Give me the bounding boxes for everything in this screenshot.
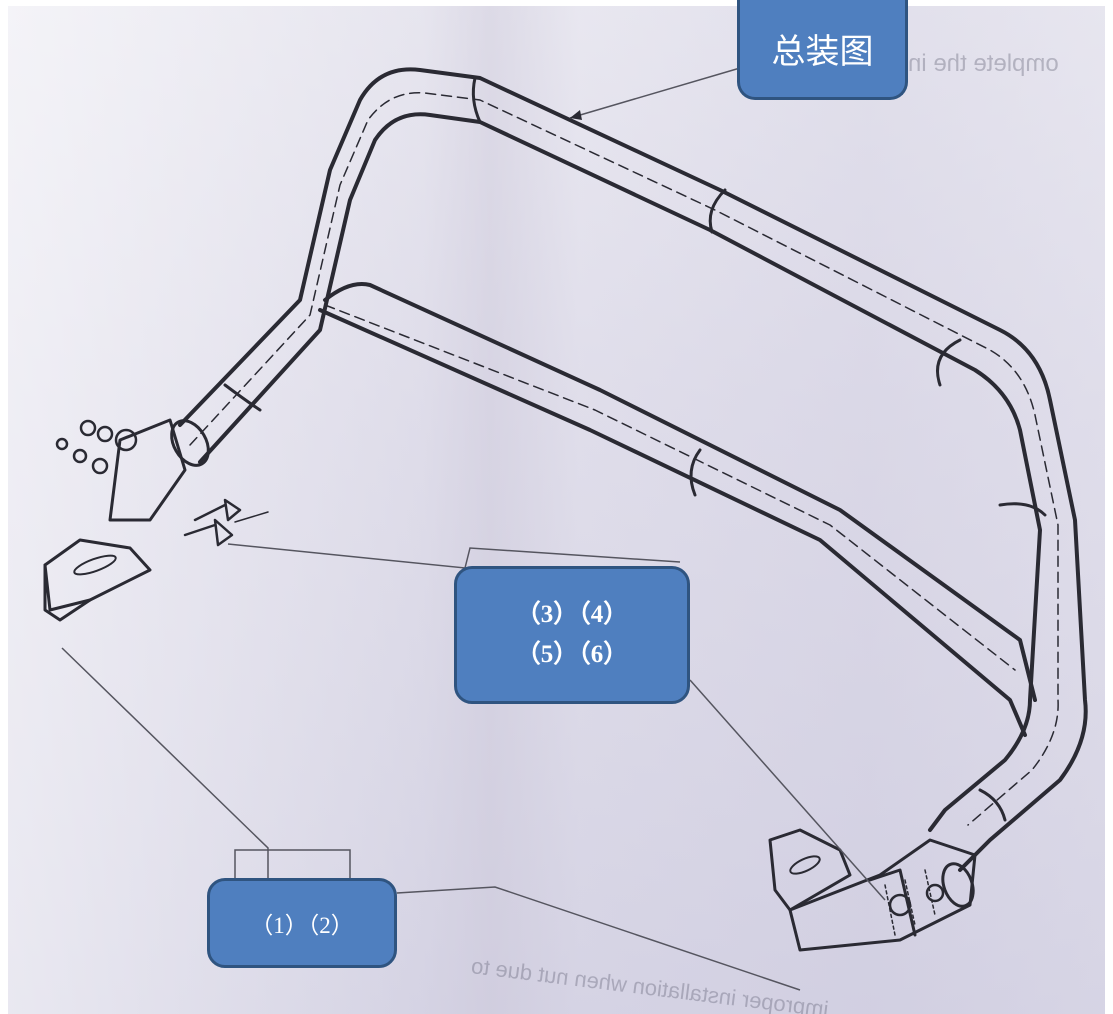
page-border-top	[0, 0, 1113, 6]
left-tube-end	[170, 419, 210, 467]
parts-callout-3456-line2: （5）（6）	[515, 641, 629, 668]
left-foot-bracket-side	[43, 563, 92, 622]
joint-7	[978, 788, 1007, 822]
parts-callout-12: （1）（2）	[207, 878, 397, 968]
leader-assembly	[569, 67, 741, 119]
arrowhead-assembly	[570, 110, 582, 120]
joint-5	[689, 448, 702, 497]
right-tube-end	[941, 862, 975, 908]
leader-low-right	[396, 886, 801, 991]
bolt-2	[183, 518, 234, 547]
washer-2	[96, 425, 114, 443]
joint-2	[708, 188, 727, 234]
bolt-axis	[234, 511, 269, 523]
joint-3	[936, 338, 962, 387]
assembly-callout-label: 总装图	[771, 32, 874, 72]
leader-mid-left	[227, 543, 681, 569]
right-bolt-2	[925, 883, 945, 903]
assembly-callout: 总装图	[737, 0, 908, 100]
washer-1	[79, 419, 97, 437]
crossbar-top-edge	[323, 282, 1037, 702]
left-bracket	[108, 418, 187, 522]
bolt-1	[193, 498, 242, 522]
crossbar-bottom-edge	[318, 308, 1027, 737]
right-foot-bracket	[768, 828, 852, 912]
right-foot-slot	[789, 855, 821, 875]
tube-outer-top-edge	[178, 67, 1088, 872]
tube-centerline	[189, 91, 1059, 826]
page-border-left	[0, 0, 8, 1014]
right-bracket-tab	[868, 868, 917, 937]
leader-mid-right	[689, 679, 886, 901]
left-foot-slot	[73, 554, 117, 576]
tube-outer-bottom-edge	[198, 112, 1042, 832]
page-border-right	[1105, 0, 1113, 1014]
crossbar-centerline	[324, 304, 1016, 671]
leader-low-left	[61, 647, 269, 878]
parts-callout-3456-line1: （3）（4）	[515, 601, 629, 628]
parts-callout-3456: （3）（4） （5）（6）	[454, 566, 690, 704]
nut-2	[72, 448, 88, 464]
joint-6	[223, 383, 262, 412]
nut-3	[91, 457, 109, 475]
washer-3	[114, 428, 138, 452]
joint-4	[998, 502, 1047, 517]
part-tag-box-low	[234, 849, 351, 881]
parts-callout-12-label: （1）（2）	[250, 913, 354, 938]
right-bracket-nuts	[884, 869, 936, 936]
joint-1	[471, 76, 482, 124]
left-foot-bracket	[43, 538, 152, 612]
nut-1	[55, 437, 69, 451]
